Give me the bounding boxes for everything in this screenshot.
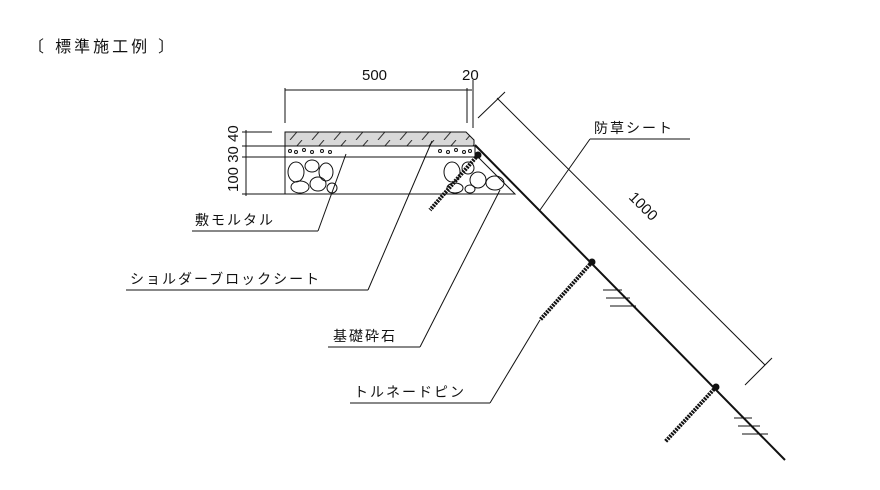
svg-text:トルネードピン: トルネードピン	[354, 385, 466, 401]
ground-hatch	[603, 289, 768, 435]
label-weed-sheet: 防草シート	[539, 121, 690, 211]
dim-20: 20	[462, 67, 479, 84]
svg-text:防草シート: 防草シート	[594, 121, 674, 137]
svg-text:敷モルタル: 敷モルタル	[195, 213, 275, 229]
pin-icon	[538, 258, 596, 322]
svg-text:ショルダーブロックシート: ショルダーブロックシート	[130, 271, 321, 288]
tornado-pins	[428, 151, 720, 444]
dim-heights: 100 30 40	[225, 125, 242, 192]
height-dimension: 100 30 40	[225, 125, 285, 196]
label-base-gravel: 基礎砕石	[328, 189, 501, 348]
top-dimension: 500 20	[284, 67, 479, 128]
dim-1000: 1000	[625, 189, 661, 225]
label-mortar: 敷モルタル	[192, 153, 347, 232]
label-shoulder-block-sheet: ショルダーブロックシート	[126, 140, 433, 291]
dim-500: 500	[362, 67, 387, 84]
pin-icon	[428, 151, 482, 212]
svg-text:基礎砕石: 基礎砕石	[333, 328, 397, 345]
pin-icon	[663, 383, 720, 444]
shoulder-block	[284, 131, 517, 195]
diagram-title: 〔 標準施工例 〕	[28, 37, 177, 56]
label-tornado-pin: トルネードピン	[350, 319, 541, 404]
slope-sheet-line	[474, 144, 786, 461]
